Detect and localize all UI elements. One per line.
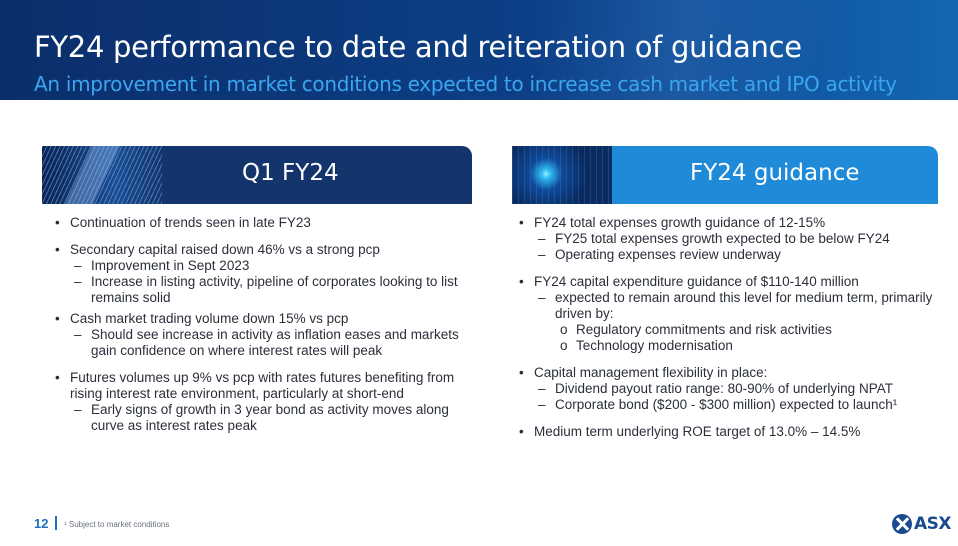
list-item: Operating expenses review underway: [512, 247, 942, 263]
abstract-light-image: [512, 146, 612, 204]
q1-fy24-bullet-list: Continuation of trends seen in late FY23…: [48, 215, 478, 434]
list-item: expected to remain around this level for…: [512, 290, 942, 322]
asx-logo-text: ASX: [914, 514, 952, 534]
list-item: Secondary capital raised down 46% vs a s…: [48, 242, 478, 258]
list-item: FY24 total expenses growth guidance of 1…: [512, 215, 942, 231]
list-item: Regulatory commitments and risk activiti…: [512, 322, 942, 338]
slide-title: FY24 performance to date and reiteration…: [34, 30, 802, 64]
list-item: Futures volumes up 9% vs pcp with rates …: [48, 370, 478, 402]
page-number-divider: [55, 516, 57, 530]
list-item: Medium term underlying ROE target of 13.…: [512, 424, 942, 440]
q1-fy24-heading-banner: Q1 FY24: [42, 146, 472, 204]
list-item: Early signs of growth in 3 year bond as …: [48, 402, 478, 434]
list-item: Capital management flexibility in place:: [512, 365, 942, 381]
fy24-guidance-heading: FY24 guidance: [690, 160, 860, 186]
fy24-guidance-heading-banner: FY24 guidance: [512, 146, 938, 204]
list-item: Corporate bond ($200 - $300 million) exp…: [512, 397, 942, 413]
slide-subtitle: An improvement in market conditions expe…: [34, 72, 897, 96]
list-item: Dividend payout ratio range: 80-90% of u…: [512, 381, 942, 397]
asx-logo: ASX: [892, 512, 952, 536]
footnote: ¹ Subject to market conditions: [64, 520, 170, 529]
slide-header: FY24 performance to date and reiteration…: [0, 0, 958, 100]
list-item: Improvement in Sept 2023: [48, 258, 478, 274]
list-item: Technology modernisation: [512, 338, 942, 354]
list-item: Cash market trading volume down 15% vs p…: [48, 311, 478, 327]
list-item: FY25 total expenses growth expected to b…: [512, 231, 942, 247]
header-light-streak: [330, 0, 958, 100]
asx-logo-icon: [892, 514, 912, 534]
list-item: FY24 capital expenditure guidance of $11…: [512, 274, 942, 290]
fy24-guidance-bullet-list: FY24 total expenses growth guidance of 1…: [512, 215, 942, 440]
q1-fy24-heading: Q1 FY24: [242, 160, 339, 186]
list-item: Should see increase in activity as infla…: [48, 327, 478, 359]
list-item: Increase in listing activity, pipeline o…: [48, 274, 478, 306]
page-number: 12: [34, 516, 49, 531]
list-item: Continuation of trends seen in late FY23: [48, 215, 478, 231]
abstract-lines-image: [42, 146, 162, 204]
